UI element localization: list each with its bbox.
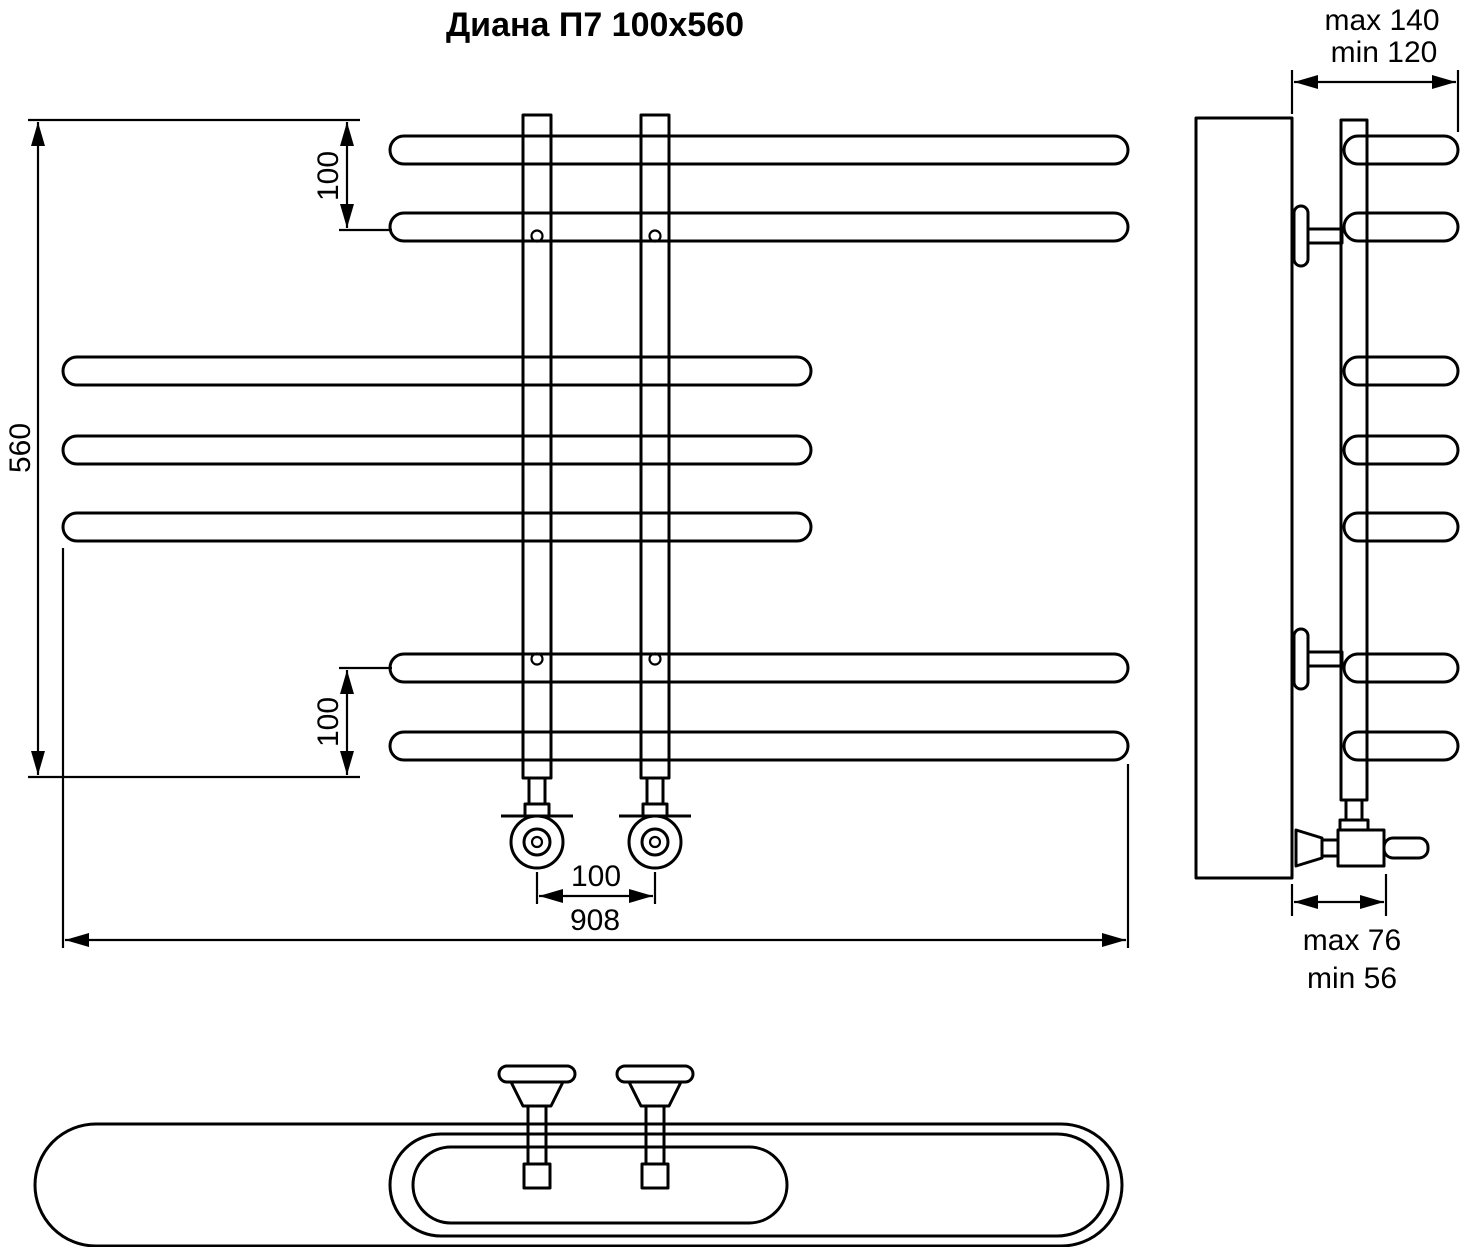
dimension-width: 908 [61,548,1130,948]
valve-stem [1344,798,1364,822]
dimension-label-wall-distance-min: min 120 [1331,36,1438,69]
valve-neck [509,1080,565,1108]
valve-handle [497,1064,577,1084]
valve-stem [645,776,665,806]
wall-bracket-bottom [1292,627,1344,691]
towel-bar-end [1342,134,1460,166]
dimension-label-wall-distance-max: max 140 [1324,4,1439,37]
dimension-label-top-spacing: 100 [312,151,345,201]
towel-bar-4 [61,434,813,466]
valve-center-circle [530,835,544,849]
bracket-flange [1292,204,1310,268]
towel-bar-2 [388,211,1130,243]
dimension-label-bottom-spacing: 100 [312,697,345,747]
towel-bar-7 [388,730,1130,762]
towel-bar-3 [61,355,813,387]
plan-outline-inner [411,1145,789,1225]
valve-inner-circle [522,827,552,857]
mount-point-icon [648,229,662,243]
bracket-stem [1306,227,1344,245]
towel-bar-end [1342,730,1460,762]
plan-outline-middle [388,1132,1110,1238]
dimension-label-pipe-offset-max: max 76 [1303,924,1401,957]
plan-outline-outer [33,1122,1124,1247]
valve-box [640,1162,670,1190]
valve-stem [527,776,547,806]
towel-bar-end [1342,652,1460,684]
drawing-title: Диана П7 100x560 [446,6,744,44]
mount-point-icon [530,229,544,243]
valve-handle [615,1064,695,1084]
valve-body-circle [509,814,565,870]
dimension-label-width: 908 [570,904,620,937]
valve-body [1336,828,1386,868]
bracket-flange [1292,627,1310,691]
dimension-valve-spacing: 100 [535,860,657,904]
towel-bar-5 [61,511,813,543]
dimension-label-height: 560 [4,423,37,473]
valve-nut [641,802,669,818]
dimension-top-spacing: 100 [312,121,392,232]
bottom-view [33,1064,1124,1247]
valve-right [619,776,691,870]
dimension-label-pipe-offset-min: min 56 [1307,962,1397,995]
valve-wall-flange [1294,828,1324,868]
valve-side [1294,798,1430,868]
side-view: max 140 min 120 max 76 min 56 [1194,4,1460,995]
valve-body-circle [627,814,683,870]
towel-bar-end [1342,355,1460,387]
mount-point-icon [648,652,662,666]
towel-bar-1 [388,134,1130,166]
wall [1194,116,1294,880]
wall-bracket-top [1292,204,1344,268]
mount-point-icon [530,652,544,666]
valve-inner-circle [640,827,670,857]
dimension-label-valve-spacing: 100 [571,860,621,893]
valve-nut [523,802,551,818]
valve-center-circle [648,835,662,849]
towel-bar-end [1342,211,1460,243]
plan-valve-right [615,1064,695,1190]
dimension-height: 560 [4,118,360,779]
towel-bar-end [1342,511,1460,543]
dimension-wall-distance: max 140 min 120 [1290,4,1460,132]
towel-bar-end [1342,434,1460,466]
valve-neck [627,1080,683,1108]
towel-bar-6 [388,652,1130,684]
valve-left [501,776,573,870]
plan-valve-left [497,1064,577,1190]
valve-handle [1382,836,1430,860]
dimension-bottom-spacing: 100 [312,666,392,775]
valve-box [522,1162,552,1190]
dimension-pipe-offset: max 76 min 56 [1290,874,1401,995]
front-view: 560 100 100 100 908 [4,113,1130,948]
bracket-stem [1306,650,1344,668]
valve-connector [1320,838,1340,858]
